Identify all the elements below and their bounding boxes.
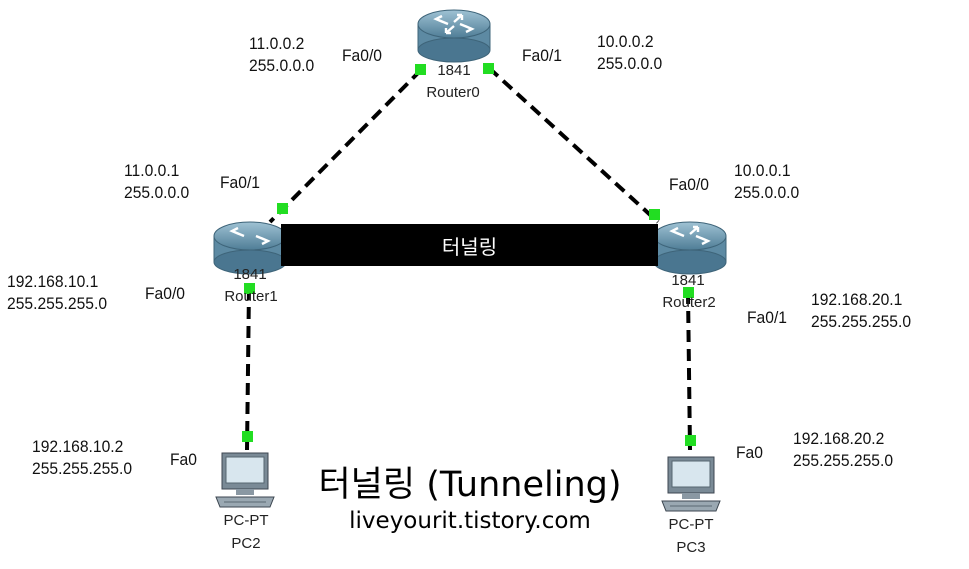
subnet-mask: 255.255.255.0 (7, 294, 108, 313)
link-router1-pc2 (245, 287, 251, 451)
port-label-r1-fa01: Fa0/1 (220, 173, 261, 192)
port-dot-r0-fa01[interactable] (483, 63, 494, 74)
port-dot-pc3-fa0[interactable] (685, 435, 696, 446)
tunnel-banner: 터널링 (281, 224, 658, 266)
ip-label-r0-fa00: 11.0.0.2 255.0.0.0 (249, 33, 314, 77)
port-label-pc3-fa0: Fa0 (736, 443, 763, 462)
diagram-title: 터널링 (Tunneling) (318, 465, 622, 505)
port-dot-pc2-fa0[interactable] (242, 431, 253, 442)
ip-label-r2-fa01: 192.168.20.1 255.255.255.0 (811, 289, 911, 333)
pc2-type: PC-PT (223, 512, 269, 529)
ip-address: 192.168.20.2 (793, 429, 885, 448)
port-label-r0-fa01: Fa0/1 (522, 46, 563, 65)
port-dot-r2-fa01[interactable] (683, 287, 694, 298)
link-router0-router1 (268, 68, 423, 224)
ip-label-r1-fa00: 192.168.10.1 255.255.255.0 (7, 271, 107, 315)
subnet-mask: 255.255.255.0 (811, 312, 912, 331)
pc-icon[interactable] (214, 452, 276, 510)
subnet-mask: 255.0.0.0 (597, 54, 663, 73)
subnet-mask: 255.255.255.0 (32, 459, 133, 478)
router2-name: Router2 (662, 294, 716, 311)
ip-address: 192.168.10.2 (32, 437, 124, 456)
router1-model: 1841 (233, 266, 267, 283)
link-router2-pc3 (686, 291, 692, 451)
ip-label-r2-fa00: 10.0.0.1 255.0.0.0 (734, 160, 799, 204)
router0-name: Router0 (426, 84, 480, 101)
ip-address: 192.168.10.1 (7, 272, 99, 291)
pc3-type: PC-PT (668, 516, 714, 533)
ip-address: 11.0.0.2 (249, 34, 305, 53)
subnet-mask: 255.0.0.0 (124, 183, 190, 202)
port-dot-r1-fa01[interactable] (277, 203, 288, 214)
ip-address: 192.168.20.1 (811, 290, 903, 309)
router0-model: 1841 (437, 62, 471, 79)
port-dot-r1-fa00[interactable] (244, 283, 255, 294)
port-label-r1-fa00: Fa0/0 (145, 284, 186, 303)
pc-icon[interactable] (660, 456, 722, 514)
pc2-name: PC2 (231, 535, 261, 552)
router-icon[interactable] (212, 218, 288, 280)
router-icon[interactable] (416, 6, 492, 68)
port-label-pc2-fa0: Fa0 (170, 450, 197, 469)
ip-label-r1-fa01: 11.0.0.1 255.0.0.0 (124, 160, 189, 204)
port-dot-r2-fa00[interactable] (649, 209, 660, 220)
pc3-name: PC3 (676, 539, 706, 556)
port-label-r2-fa01: Fa0/1 (747, 308, 788, 327)
subnet-mask: 255.0.0.0 (734, 183, 800, 202)
ip-label-pc3-fa0: 192.168.20.2 255.255.255.0 (793, 428, 893, 472)
subnet-mask: 255.0.0.0 (249, 56, 315, 75)
port-label-r0-fa00: Fa0/0 (342, 46, 383, 65)
port-label-r2-fa00: Fa0/0 (669, 175, 710, 194)
tunnel-label: 터널링 (441, 234, 498, 259)
ip-address: 11.0.0.1 (124, 161, 180, 180)
source-url: liveyourit.tistory.com (349, 508, 591, 534)
ip-address: 10.0.0.2 (597, 32, 654, 51)
router2-model: 1841 (671, 272, 705, 289)
router1-name: Router1 (224, 288, 278, 305)
link-router0-router2 (487, 66, 660, 224)
ip-address: 10.0.0.1 (734, 161, 791, 180)
ip-label-r0-fa01: 10.0.0.2 255.0.0.0 (597, 31, 662, 75)
ip-label-pc2-fa0: 192.168.10.2 255.255.255.0 (32, 436, 132, 480)
port-dot-r0-fa00[interactable] (415, 64, 426, 75)
subnet-mask: 255.255.255.0 (793, 451, 894, 470)
